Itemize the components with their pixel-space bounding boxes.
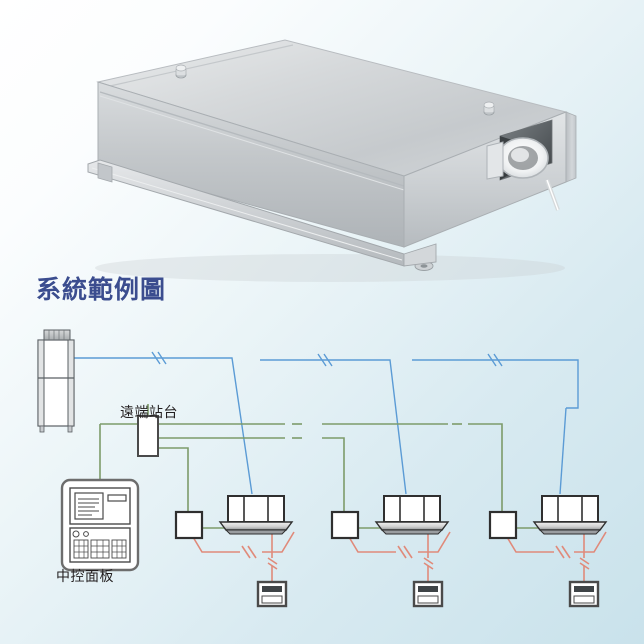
junction-box	[174, 510, 204, 540]
system-example-diagram	[0, 320, 644, 644]
rail-end-plate	[403, 243, 437, 267]
power-wire-network	[189, 531, 607, 582]
refrigerant-pipe-network	[74, 357, 579, 495]
thermostat	[412, 580, 444, 608]
communication-dash-break	[292, 423, 462, 439]
rail-bracket-hole	[420, 264, 428, 268]
left-foot	[97, 162, 113, 183]
thermostat	[568, 580, 600, 608]
remote-station-box	[137, 415, 159, 457]
unit-front-crease	[99, 91, 405, 187]
control-panel-label: 中控面板	[56, 569, 114, 585]
screw-icon	[175, 64, 187, 79]
power-break-mark	[241, 545, 590, 570]
indoor-unit	[374, 495, 450, 535]
product-shadow	[95, 254, 565, 282]
blower-fan	[497, 137, 549, 179]
thermostat	[256, 580, 288, 608]
mounting-rail-highlight	[91, 167, 403, 261]
unit-top-seam	[109, 44, 294, 87]
unit-right-sliver	[565, 111, 577, 183]
product-photo	[0, 0, 644, 290]
section-title: 系統範例圖	[36, 275, 167, 304]
communication-wire-network	[99, 404, 542, 529]
central-control-panel	[60, 478, 140, 572]
panel-led-icon	[83, 531, 89, 537]
indoor-unit	[532, 495, 608, 535]
panel-screen-lines	[78, 498, 99, 516]
refrigerant-break-mark	[151, 351, 503, 367]
drain-pipe-highlight	[546, 179, 559, 211]
panel-keypad-icon	[73, 539, 127, 559]
remote-station-label: 遠端站台	[120, 405, 178, 421]
duct-collar	[486, 141, 504, 180]
junction-box	[330, 510, 360, 540]
unit-front-crease-highlight	[99, 95, 405, 191]
screw-icon	[483, 101, 495, 116]
junction-box	[488, 510, 518, 540]
panel-indicator-bar	[107, 494, 127, 502]
indoor-unit	[218, 495, 294, 535]
panel-led-icon	[72, 530, 80, 538]
panel-keypad-grid	[74, 540, 126, 558]
outdoor-condensing-unit	[37, 329, 75, 433]
